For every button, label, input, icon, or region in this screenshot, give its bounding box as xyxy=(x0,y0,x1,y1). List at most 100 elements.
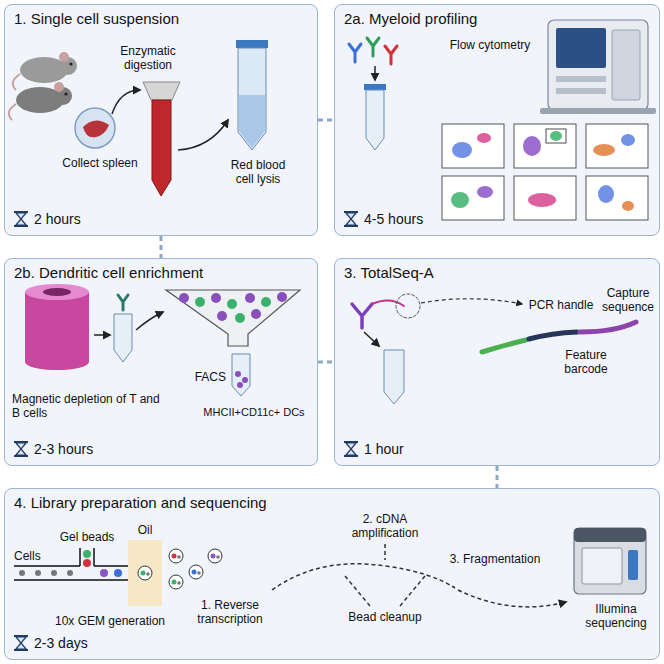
digestion-tube xyxy=(152,100,171,196)
gem-droplet xyxy=(146,572,150,576)
sample-tube xyxy=(114,314,132,362)
step-duration: 4-5 hours xyxy=(364,211,423,228)
workflow-path xyxy=(272,544,566,607)
sorting-funnel xyxy=(195,297,205,307)
illustration-label: Magnetic depletion of T and B cells xyxy=(12,392,162,420)
process-arrow xyxy=(112,90,140,114)
workflow-path xyxy=(384,544,386,560)
flow-cytometer xyxy=(540,20,656,114)
flow-plot xyxy=(477,186,493,198)
flow-plot xyxy=(586,176,648,220)
antibody-icon xyxy=(349,44,361,62)
panel-fill xyxy=(334,4,660,236)
lysis-tube xyxy=(238,48,266,150)
process-arrow xyxy=(364,332,379,346)
step-duration: 1 hour xyxy=(364,441,404,458)
cell-dot xyxy=(51,570,57,576)
step-panel: 4. Library preparation and sequencing 2-3… xyxy=(4,488,660,660)
magnet-icon xyxy=(25,292,89,362)
cell-dot xyxy=(35,570,41,576)
illustration-label: Feature barcode xyxy=(555,348,617,376)
sorting-funnel xyxy=(179,293,189,303)
microfluidic-channel xyxy=(14,548,128,580)
gem-droplet xyxy=(172,580,177,585)
sorting-funnel xyxy=(211,293,221,303)
flow-cytometer xyxy=(556,88,606,94)
lysis-tube xyxy=(236,40,268,150)
mouse-icon xyxy=(9,104,16,120)
illustration-label: 1. Reverse transcription xyxy=(185,598,275,626)
sorted-tube xyxy=(237,382,243,388)
sorted-tube xyxy=(235,371,241,377)
panel-fill xyxy=(4,488,660,660)
gem-droplet xyxy=(216,555,220,559)
flow-plot xyxy=(622,201,634,211)
sorting-funnel xyxy=(235,313,245,323)
sample-tube xyxy=(366,90,384,150)
flow-cytometer xyxy=(540,108,656,114)
sorted-tube xyxy=(232,354,250,396)
oligo-sequence xyxy=(482,340,526,352)
panel-fill xyxy=(4,4,318,236)
illustration-label: Collect spleen xyxy=(50,156,150,170)
flow-plot xyxy=(442,124,648,220)
gem-droplet xyxy=(169,549,183,563)
dashed-connector xyxy=(160,236,163,258)
illustration-label: Gel beads xyxy=(55,530,119,544)
dashed-connector xyxy=(318,119,334,122)
dashed-connector xyxy=(496,466,499,488)
oligo-sequence xyxy=(580,322,636,332)
process-arrow xyxy=(136,312,163,330)
antibody-icon xyxy=(352,304,372,328)
zoom-arrow xyxy=(421,299,522,304)
gel-bead xyxy=(100,569,108,577)
hourglass-icon xyxy=(14,211,28,227)
sequencer-icon xyxy=(628,550,638,580)
oil-region xyxy=(128,540,162,606)
antibody-icon xyxy=(396,294,420,318)
flow-plot xyxy=(621,134,635,146)
illustration-label: 3. Fragmentation xyxy=(440,552,550,566)
zoom-arrow xyxy=(421,299,522,304)
workflow-path xyxy=(458,590,566,607)
panel-heading: 1. Single cell suspension xyxy=(14,10,179,28)
sample-tube xyxy=(364,84,386,90)
illustration-label: FACS xyxy=(180,370,226,384)
mouse-icon xyxy=(59,52,69,62)
antibody-icon xyxy=(367,38,379,56)
illustration-label: Bead cleanup xyxy=(340,610,430,624)
hourglass-icon xyxy=(14,635,28,651)
panel-heading: 2a. Myeloid profiling xyxy=(344,10,477,28)
illustration-label: Enzymatic digestion xyxy=(108,44,188,72)
spleen-icon xyxy=(83,120,109,137)
panel-heading: 4. Library preparation and sequencing xyxy=(14,494,267,512)
sorting-funnel xyxy=(277,292,287,302)
digestion-tube xyxy=(143,82,180,196)
gem-droplet xyxy=(177,581,181,585)
magnet-icon xyxy=(25,284,89,300)
flow-plot xyxy=(546,129,566,143)
flow-cytometer xyxy=(556,28,606,68)
panel-heading: 2b. Dendritic cell enrichment xyxy=(14,264,203,282)
workflow-path xyxy=(272,564,455,590)
sorting-funnel xyxy=(245,293,255,303)
cell-dot xyxy=(19,570,73,576)
gel-bead xyxy=(83,550,122,577)
oil-region xyxy=(128,540,162,606)
magnet-icon xyxy=(43,288,71,296)
panel-fill xyxy=(4,258,318,466)
gem-droplet xyxy=(172,554,177,559)
gem-droplet xyxy=(177,555,181,559)
antibody-icon xyxy=(118,295,128,310)
step-duration: 2-3 days xyxy=(34,635,88,652)
magnet-icon xyxy=(25,354,89,370)
gel-bead xyxy=(114,569,122,577)
process-arrow xyxy=(94,334,110,336)
lysis-tube xyxy=(239,95,265,148)
sorting-funnel xyxy=(166,290,300,346)
illustration-label: Illumina sequencing xyxy=(578,602,654,630)
magnet-icon xyxy=(25,284,89,370)
microfluidic-channel xyxy=(14,548,128,580)
